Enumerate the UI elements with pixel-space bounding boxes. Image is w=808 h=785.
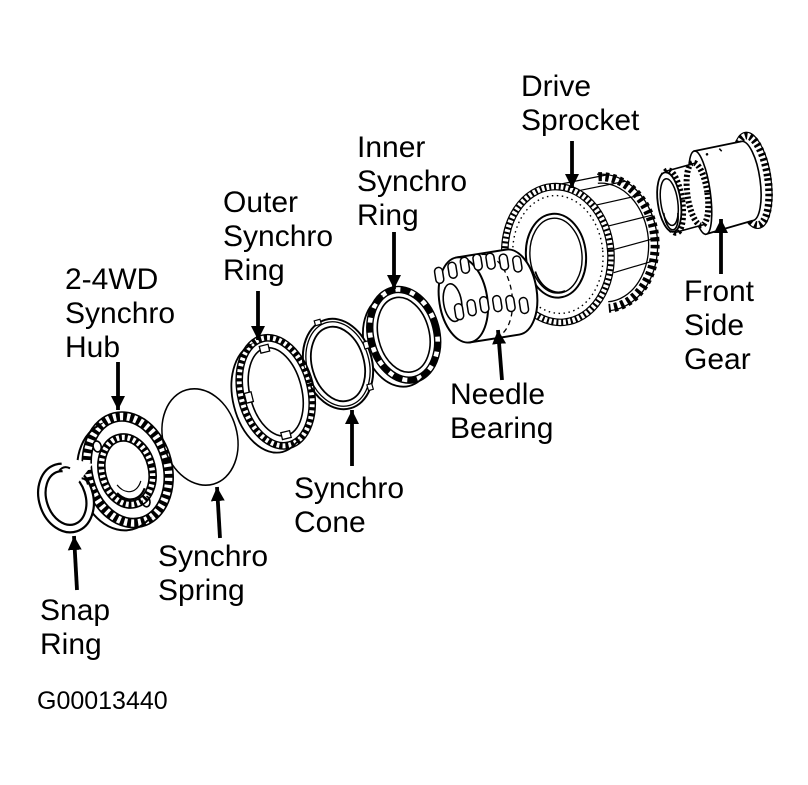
label-front-side-gear: Front Side Gear	[684, 275, 755, 376]
label-outer-synchro-ring: Outer Synchro Ring	[223, 186, 334, 287]
label-synchro-spring: Synchro Spring	[158, 540, 269, 607]
label-synchro-cone: Synchro Cone	[294, 472, 405, 539]
label-synchro-hub: 2-4WD Synchro Hub	[65, 263, 176, 364]
figure-code: G00013440	[37, 687, 168, 715]
label-snap-ring: Snap Ring	[40, 594, 111, 661]
synchro-hub-drawing	[76, 411, 174, 532]
front-side-gear-drawing	[656, 131, 773, 236]
leader-arrows	[67, 141, 728, 591]
synchro-cone-drawing	[301, 317, 375, 411]
label-drive-sprocket: Drive Sprocket	[521, 70, 640, 137]
arrow-needle-bearing	[492, 329, 507, 381]
label-inner-synchro-ring: Inner Synchro Ring	[357, 131, 468, 232]
arrow-synchro-spring	[210, 486, 225, 539]
arrow-snap-ring	[67, 535, 82, 591]
label-needle-bearing: Needle Bearing	[450, 378, 554, 445]
outer-synchro-ring-drawing	[230, 333, 317, 454]
needle-bearing-drawing	[433, 248, 539, 344]
inner-synchro-ring-drawing	[362, 285, 442, 388]
snap-ring-drawing	[37, 455, 95, 534]
drive-sprocket-drawing	[500, 166, 660, 327]
